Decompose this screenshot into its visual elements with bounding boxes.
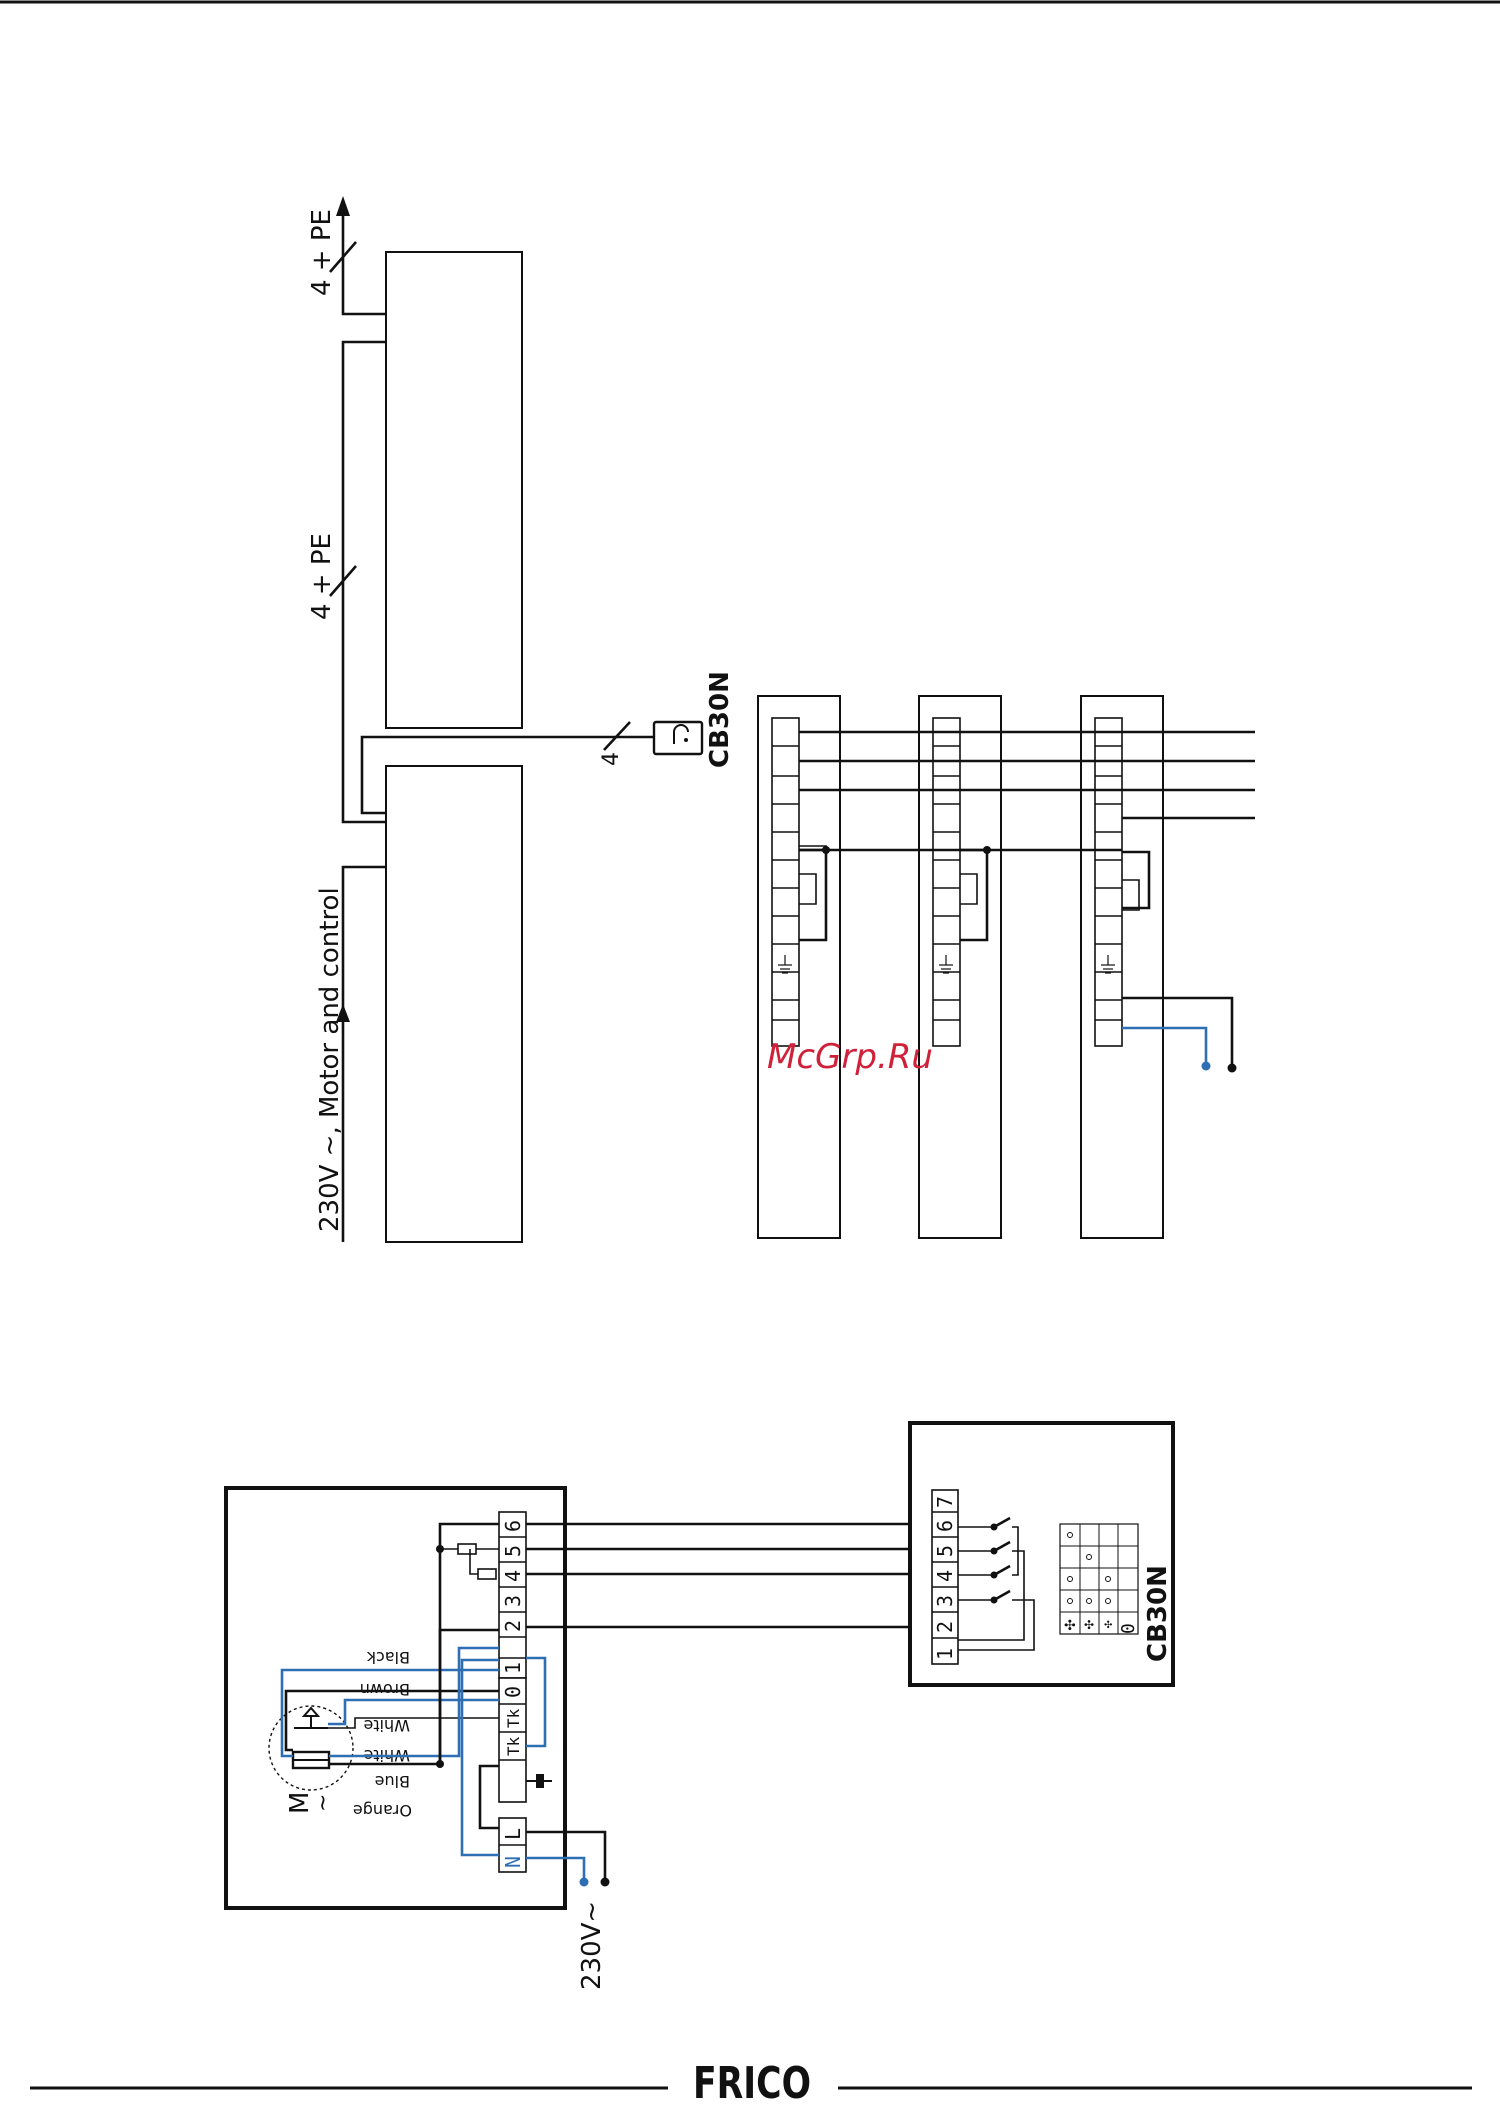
cb-terminal-7: 7 bbox=[933, 1496, 957, 1508]
bus-label-mid: 4 + PE bbox=[307, 533, 337, 620]
cb-terminal-6: 6 bbox=[933, 1520, 957, 1532]
control-lines bbox=[526, 1524, 932, 1627]
control-cable-count: 4 bbox=[599, 752, 624, 766]
wire-label-orange: Orange bbox=[353, 1801, 412, 1820]
wire-label-white-1: White bbox=[363, 1716, 410, 1735]
footer: FRICO bbox=[30, 2058, 1472, 2106]
lower-diagram: 6 5 4 3 2 1 0 Tk Tk L N M ~ Black Brown … bbox=[226, 1423, 1173, 1990]
resistor-icon bbox=[458, 1544, 476, 1554]
motor-ac-symbol: ~ bbox=[311, 1794, 336, 1812]
upper-supply-label: 230V ~, Motor and control bbox=[315, 887, 345, 1232]
terminal-3: 3 bbox=[501, 1595, 525, 1607]
supply-line bbox=[343, 867, 386, 1242]
cb-terminal-3: 3 bbox=[933, 1595, 957, 1607]
cb-terminal-2: 2 bbox=[933, 1621, 957, 1633]
cb30n-label-upper: CB30N bbox=[705, 671, 735, 768]
terminal-strip-2 bbox=[919, 696, 1001, 1238]
wire-label-black: Black bbox=[366, 1648, 410, 1667]
fan-speed-mid-icon: ✣ bbox=[1084, 1618, 1094, 1632]
switch-zero-label: 0 bbox=[1118, 1623, 1139, 1634]
terminal-strip-1 bbox=[758, 696, 840, 1238]
strip-bus-lines bbox=[799, 732, 1255, 854]
cb-terminal-5: 5 bbox=[933, 1545, 957, 1557]
bus-arrow-icon bbox=[336, 196, 350, 216]
terminal-4: 4 bbox=[501, 1570, 525, 1582]
wire-label-brown: Brown bbox=[360, 1680, 410, 1699]
lower-supply-label: 230V~ bbox=[577, 1901, 607, 1990]
terminal-1: 1 bbox=[501, 1662, 525, 1674]
fan-speed-low-icon: ✣ bbox=[1104, 1620, 1112, 1631]
brand-logo: FRICO bbox=[693, 2058, 811, 2106]
terminal-strip-3 bbox=[1081, 696, 1163, 1238]
terminal-0: 0 bbox=[501, 1686, 525, 1698]
cb-terminal-4: 4 bbox=[933, 1570, 957, 1582]
watermark: McGrp.Ru bbox=[767, 1037, 933, 1077]
bus-line-top bbox=[343, 200, 386, 314]
unit-box-bottom bbox=[386, 766, 522, 1242]
bus-label-top: 4 + PE bbox=[307, 209, 337, 296]
cb30n-unit-icon bbox=[654, 722, 702, 754]
terminal-tk-2: Tk bbox=[504, 1736, 523, 1756]
upper-diagram: 230V ~, Motor and control 4 + PE 4 + PE … bbox=[307, 196, 1255, 1242]
terminal-2: 2 bbox=[501, 1620, 525, 1632]
terminal-6: 6 bbox=[501, 1520, 525, 1532]
terminal-n: N bbox=[501, 1856, 525, 1868]
terminal-l: L bbox=[501, 1828, 525, 1840]
bus-line-mid bbox=[343, 342, 386, 822]
cb-terminal-1: 1 bbox=[933, 1648, 957, 1660]
resistor-icon bbox=[478, 1569, 496, 1579]
terminal-5: 5 bbox=[501, 1545, 525, 1557]
cb30n-label-lower: CB30N bbox=[1143, 1565, 1173, 1662]
terminal-tk-1: Tk bbox=[504, 1708, 523, 1728]
wire-label-blue: Blue bbox=[375, 1772, 410, 1791]
unit-box-top bbox=[386, 252, 522, 728]
fan-speed-high-icon: ✣ bbox=[1064, 1618, 1076, 1634]
